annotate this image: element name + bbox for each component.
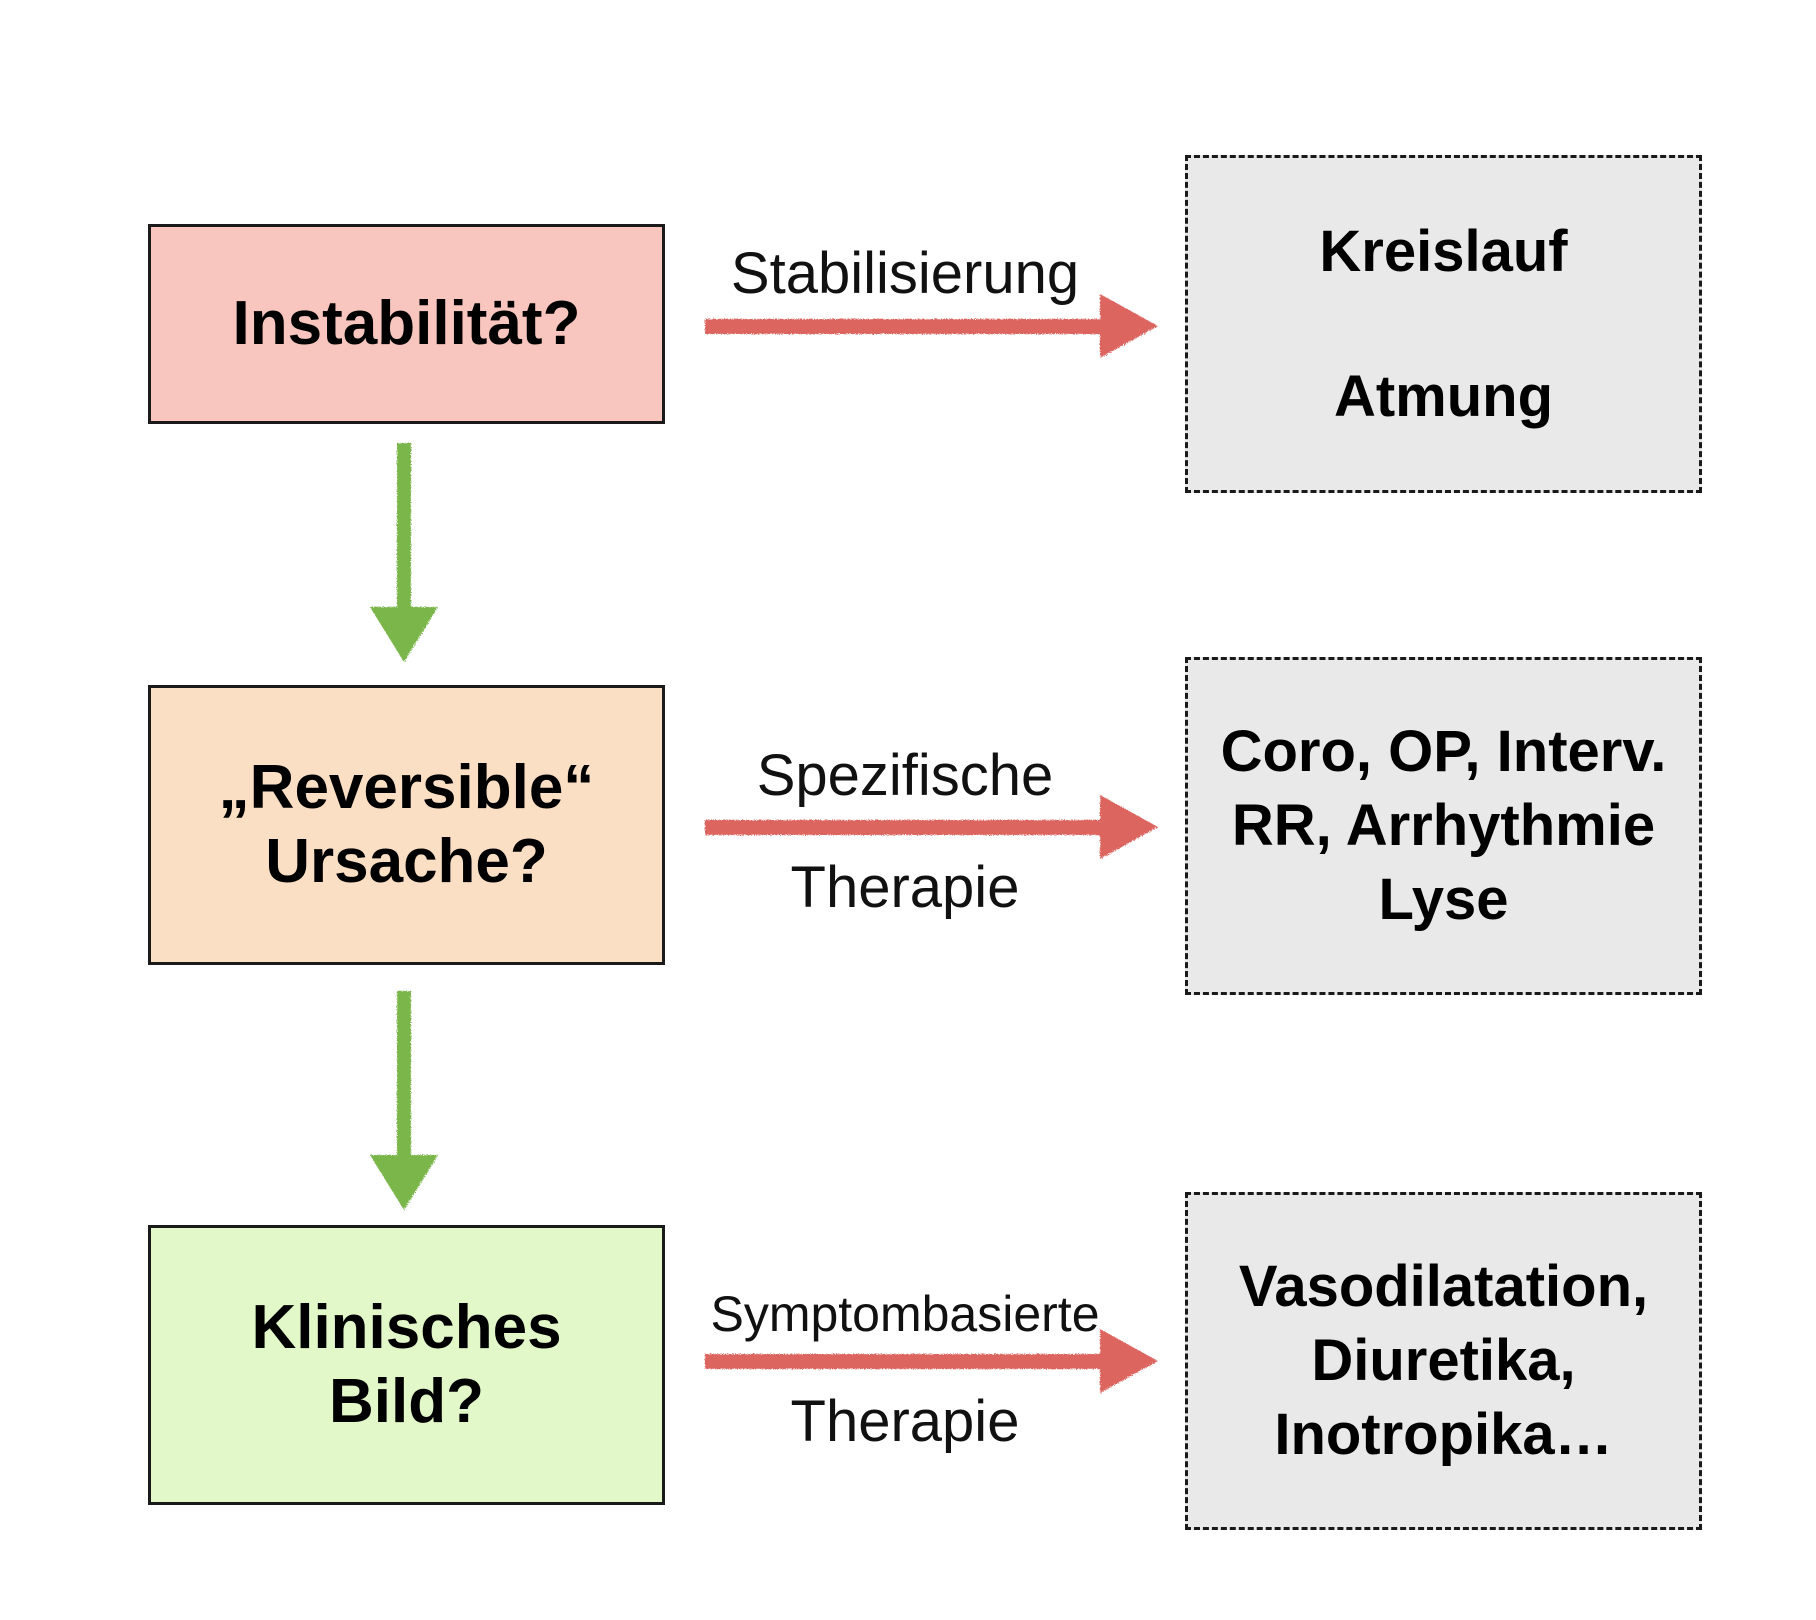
decision-text-clinical: Klinisches <box>251 1292 562 1362</box>
arrow-label-symptomatic-therapy: Therapie <box>790 1389 1020 1454</box>
arrow-reversible-to-clinical <box>370 991 438 1210</box>
decision-box-reversible-cause: „Reversible“ Ursache? <box>148 685 665 965</box>
arrow-label-stabilization: Stabilisierung <box>730 241 1080 306</box>
decision-text-reversible: „Reversible“ <box>218 752 595 822</box>
decision-box-instability: Instabilität? <box>148 224 665 424</box>
arrow-reversible-to-specific <box>705 795 1158 859</box>
action-text-inotropes: Inotropika… <box>1274 1402 1613 1468</box>
action-box-symptomatic-therapy: Vasodilatation, Diuretika, Inotropika… <box>1185 1192 1702 1530</box>
decision-text-cause: Ursache? <box>265 827 548 896</box>
action-text-diuretics: Diuretika, <box>1311 1327 1576 1393</box>
action-box-stabilization: Kreislauf Atmung <box>1185 155 1702 493</box>
arrow-label-symptomatic: Symptombasierte <box>710 1286 1100 1342</box>
arrow-instability-to-reversible <box>370 443 438 662</box>
action-text-vasodilation: Vasodilatation, <box>1238 1253 1649 1319</box>
arrow-instability-to-stabilization <box>705 294 1158 358</box>
action-text-coro-op-interv: Coro, OP, Interv. <box>1220 718 1667 784</box>
action-text-circulation: Kreislauf <box>1319 219 1568 284</box>
arrow-label-specific: Spezifische <box>756 743 1054 808</box>
arrow-label-specific-therapy: Therapie <box>790 855 1020 920</box>
decision-box-clinical-picture: Klinisches Bild? <box>148 1225 665 1505</box>
action-text-rr-arrhythmia: RR, Arrhythmie <box>1231 792 1656 858</box>
decision-text-instability: Instabilität? <box>232 288 581 358</box>
action-text-breathing: Atmung <box>1333 364 1554 429</box>
arrow-clinical-to-symptomatic <box>705 1329 1158 1393</box>
action-box-specific-therapy: Coro, OP, Interv. RR, Arrhythmie Lyse <box>1185 657 1702 995</box>
action-text-lysis: Lyse <box>1378 867 1509 933</box>
decision-text-picture: Bild? <box>329 1367 484 1436</box>
